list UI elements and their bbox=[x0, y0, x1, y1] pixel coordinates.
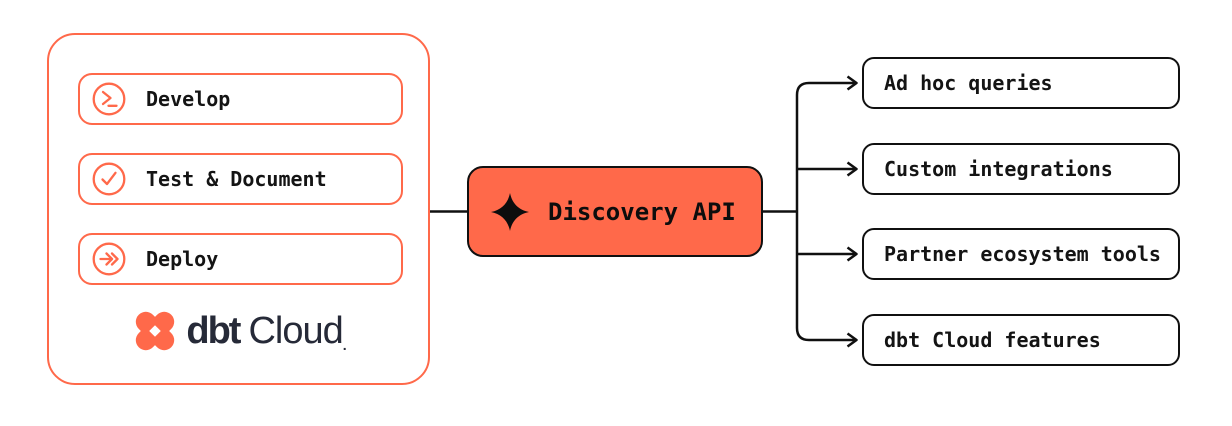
step-test-document-label: Test & Document bbox=[146, 167, 327, 191]
terminal-prompt-icon bbox=[92, 82, 126, 116]
step-deploy: Deploy bbox=[78, 233, 403, 285]
dbt-logo-mark-icon bbox=[136, 311, 175, 351]
dbt-cloud-panel: Develop Test & Document Deploy bbox=[47, 33, 430, 385]
discovery-api-label: Discovery API bbox=[548, 197, 736, 226]
edge-trunk bbox=[795, 81, 810, 342]
discovery-api-node: Discovery API bbox=[467, 166, 763, 257]
consumer-dbt-cloud-features: dbt Cloud features bbox=[862, 314, 1180, 366]
consumer-label: dbt Cloud features bbox=[884, 328, 1101, 352]
logo-trademark-dot: . bbox=[342, 337, 347, 353]
consumer-label: Custom integrations bbox=[884, 157, 1113, 181]
consumer-label: Partner ecosystem tools bbox=[884, 242, 1161, 266]
step-develop-label: Develop bbox=[146, 87, 231, 111]
consumer-label: Ad hoc queries bbox=[884, 71, 1053, 95]
arrowhead-3 bbox=[846, 246, 858, 262]
arrowhead-1 bbox=[846, 75, 858, 91]
consumer-custom-integrations: Custom integrations bbox=[862, 143, 1180, 195]
check-circle-icon bbox=[92, 162, 126, 196]
logo-text-cloud: Cloud bbox=[248, 309, 343, 352]
deploy-arrows-icon bbox=[92, 242, 126, 276]
step-deploy-label: Deploy bbox=[146, 247, 219, 271]
step-develop: Develop bbox=[78, 73, 403, 125]
logo-text-dbt: dbt bbox=[186, 309, 241, 352]
dbt-cloud-logo: dbt Cloud . bbox=[49, 307, 428, 355]
sparkle-icon bbox=[491, 192, 529, 231]
arrowhead-2 bbox=[846, 161, 858, 177]
step-test-document: Test & Document bbox=[78, 153, 403, 205]
consumer-partner-ecosystem-tools: Partner ecosystem tools bbox=[862, 228, 1180, 280]
arrowhead-4 bbox=[846, 332, 858, 348]
consumer-ad-hoc-queries: Ad hoc queries bbox=[862, 57, 1180, 109]
